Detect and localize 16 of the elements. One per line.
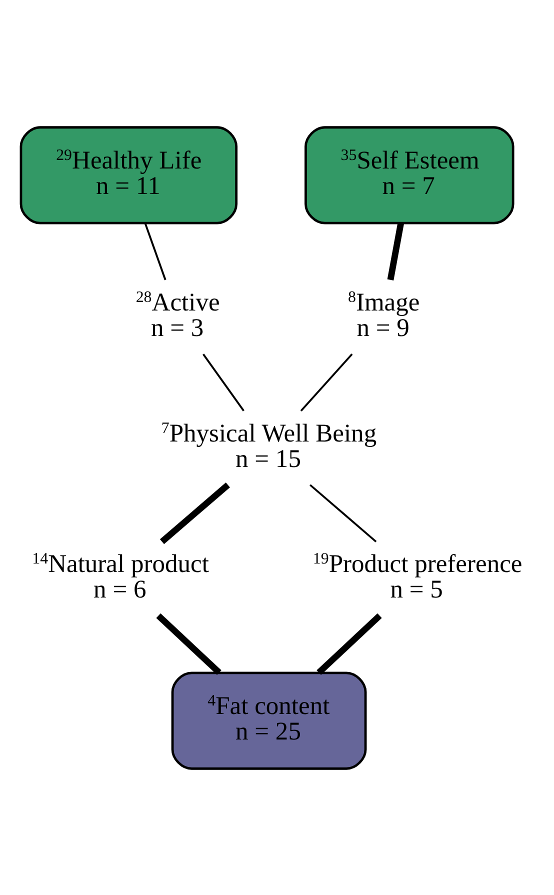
node-text: $^{8}$Image n = 9 [348,287,420,342]
node-text: $^{14}$Natural product n = 6 [32,548,209,604]
node-text: $^{19}$Product preference n = 5 [312,548,522,604]
connector [310,484,377,542]
node-text: $^{28}$Active n = 3 [136,287,220,342]
connector [316,612,382,674]
node-box: $^{35}$Self Esteem n = 7 [304,126,514,224]
connector [160,482,230,544]
node-box: $^{29}$Healthy Life n = 11 [20,126,238,224]
connector [156,612,222,674]
connector [387,222,404,280]
connector [202,353,244,411]
connector [300,353,353,411]
connector [144,222,166,280]
node-text: $^{7}$Physical Well Being n = 15 [161,418,377,472]
node-box: $^{4}$Fat content n = 25 [171,671,367,770]
